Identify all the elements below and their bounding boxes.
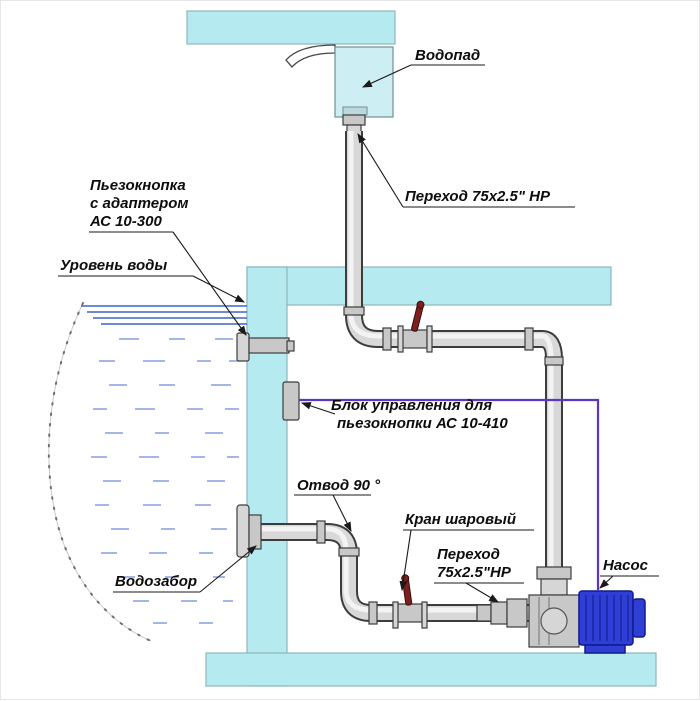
valve-body <box>395 603 423 623</box>
label-piezo-line3: АС 10-300 <box>89 213 162 230</box>
label-transition-top: Переход 75x2.5" НР <box>405 188 551 205</box>
label-water-intake: Водозабор <box>115 573 197 590</box>
control-box <box>282 381 300 421</box>
coupling <box>316 520 326 544</box>
valve-flange <box>392 601 399 629</box>
valve-flange <box>397 325 404 353</box>
intake-flange <box>236 504 250 558</box>
pool-liner-curve <box>48 302 152 642</box>
ball-valve-bottom <box>392 574 428 629</box>
step-3 <box>506 598 528 628</box>
pump-inlet-neck <box>540 578 568 596</box>
label-pump: Насос <box>603 557 649 574</box>
coupling <box>343 306 365 316</box>
waterfall-outlet <box>342 106 368 116</box>
label-control-line1: Блок управления для <box>331 397 492 414</box>
piezo-flange <box>236 332 250 362</box>
valve-flange <box>426 325 433 353</box>
water-intake-fitting <box>236 504 262 558</box>
label-elbow-90: Отвод 90 ° <box>297 477 381 494</box>
pump-volute <box>540 607 568 635</box>
pool-liner-dots <box>47 302 152 642</box>
label-transition-bottom-line1: Переход <box>437 546 500 563</box>
intake-body <box>248 514 262 550</box>
piezo-gland <box>286 340 295 352</box>
label-transition-bottom-line2: 75x2.5"НР <box>437 564 512 581</box>
motor-end-cap <box>632 598 646 638</box>
motor-fins <box>585 595 629 641</box>
leader-elbow <box>332 494 352 532</box>
water <box>47 302 247 642</box>
coupling <box>368 601 378 625</box>
waterfall-spout <box>285 44 336 68</box>
transition-fitting-top <box>342 114 366 134</box>
leader-lines <box>58 64 659 603</box>
leader-transition-top <box>357 133 404 208</box>
pump-foot <box>584 644 626 654</box>
fitting-body <box>342 114 366 126</box>
valve-flange <box>421 601 428 629</box>
left-wall-column <box>246 266 288 687</box>
leader-water-level <box>192 275 245 303</box>
pool-structure <box>186 10 657 687</box>
pump <box>528 566 646 654</box>
water-ripple-dashes <box>91 338 241 624</box>
step-2 <box>490 601 508 625</box>
coupling <box>544 356 564 366</box>
ball-valve-top <box>397 300 433 353</box>
label-ball-valve: Кран шаровый <box>405 511 516 528</box>
valve-handle <box>411 300 425 332</box>
label-piezo-line2: с адаптером <box>90 195 189 212</box>
pipe-top-run <box>343 131 564 567</box>
label-water-level: Уровень воды <box>60 257 167 274</box>
valve-body <box>400 329 428 349</box>
coupling <box>382 327 392 351</box>
valve-handle <box>401 574 413 606</box>
label-control-line2: пьезокнопки АС 10-410 <box>337 415 508 432</box>
water-surface-lines <box>81 305 247 325</box>
top-slab <box>186 10 396 45</box>
leader-piezo <box>172 231 247 336</box>
transition-fitting-bottom <box>476 598 528 628</box>
label-piezo-line1: Пьезокнопка <box>90 177 186 194</box>
leader-ball-valve <box>399 529 412 592</box>
leader-transition-bottom <box>465 582 499 603</box>
step-1 <box>476 604 492 622</box>
control-unit <box>282 381 300 421</box>
piezo-button <box>236 332 295 362</box>
piezo-body <box>248 337 290 354</box>
bottom-slab <box>205 652 657 687</box>
leader-waterfall <box>362 64 412 88</box>
control-wire <box>299 398 600 591</box>
pipe-bottom-run <box>251 520 531 625</box>
coupling <box>338 547 360 557</box>
label-waterfall: Водопад <box>415 47 480 64</box>
leader-pump <box>599 575 614 589</box>
labels: Водопад Переход 75x2.5" НР Пьезокнопка с… <box>60 47 649 590</box>
pump-inlet-union <box>536 566 572 580</box>
middle-slab <box>246 266 612 306</box>
coupling <box>524 327 534 351</box>
leader-control-unit <box>300 402 336 415</box>
leader-water-intake <box>199 545 257 593</box>
